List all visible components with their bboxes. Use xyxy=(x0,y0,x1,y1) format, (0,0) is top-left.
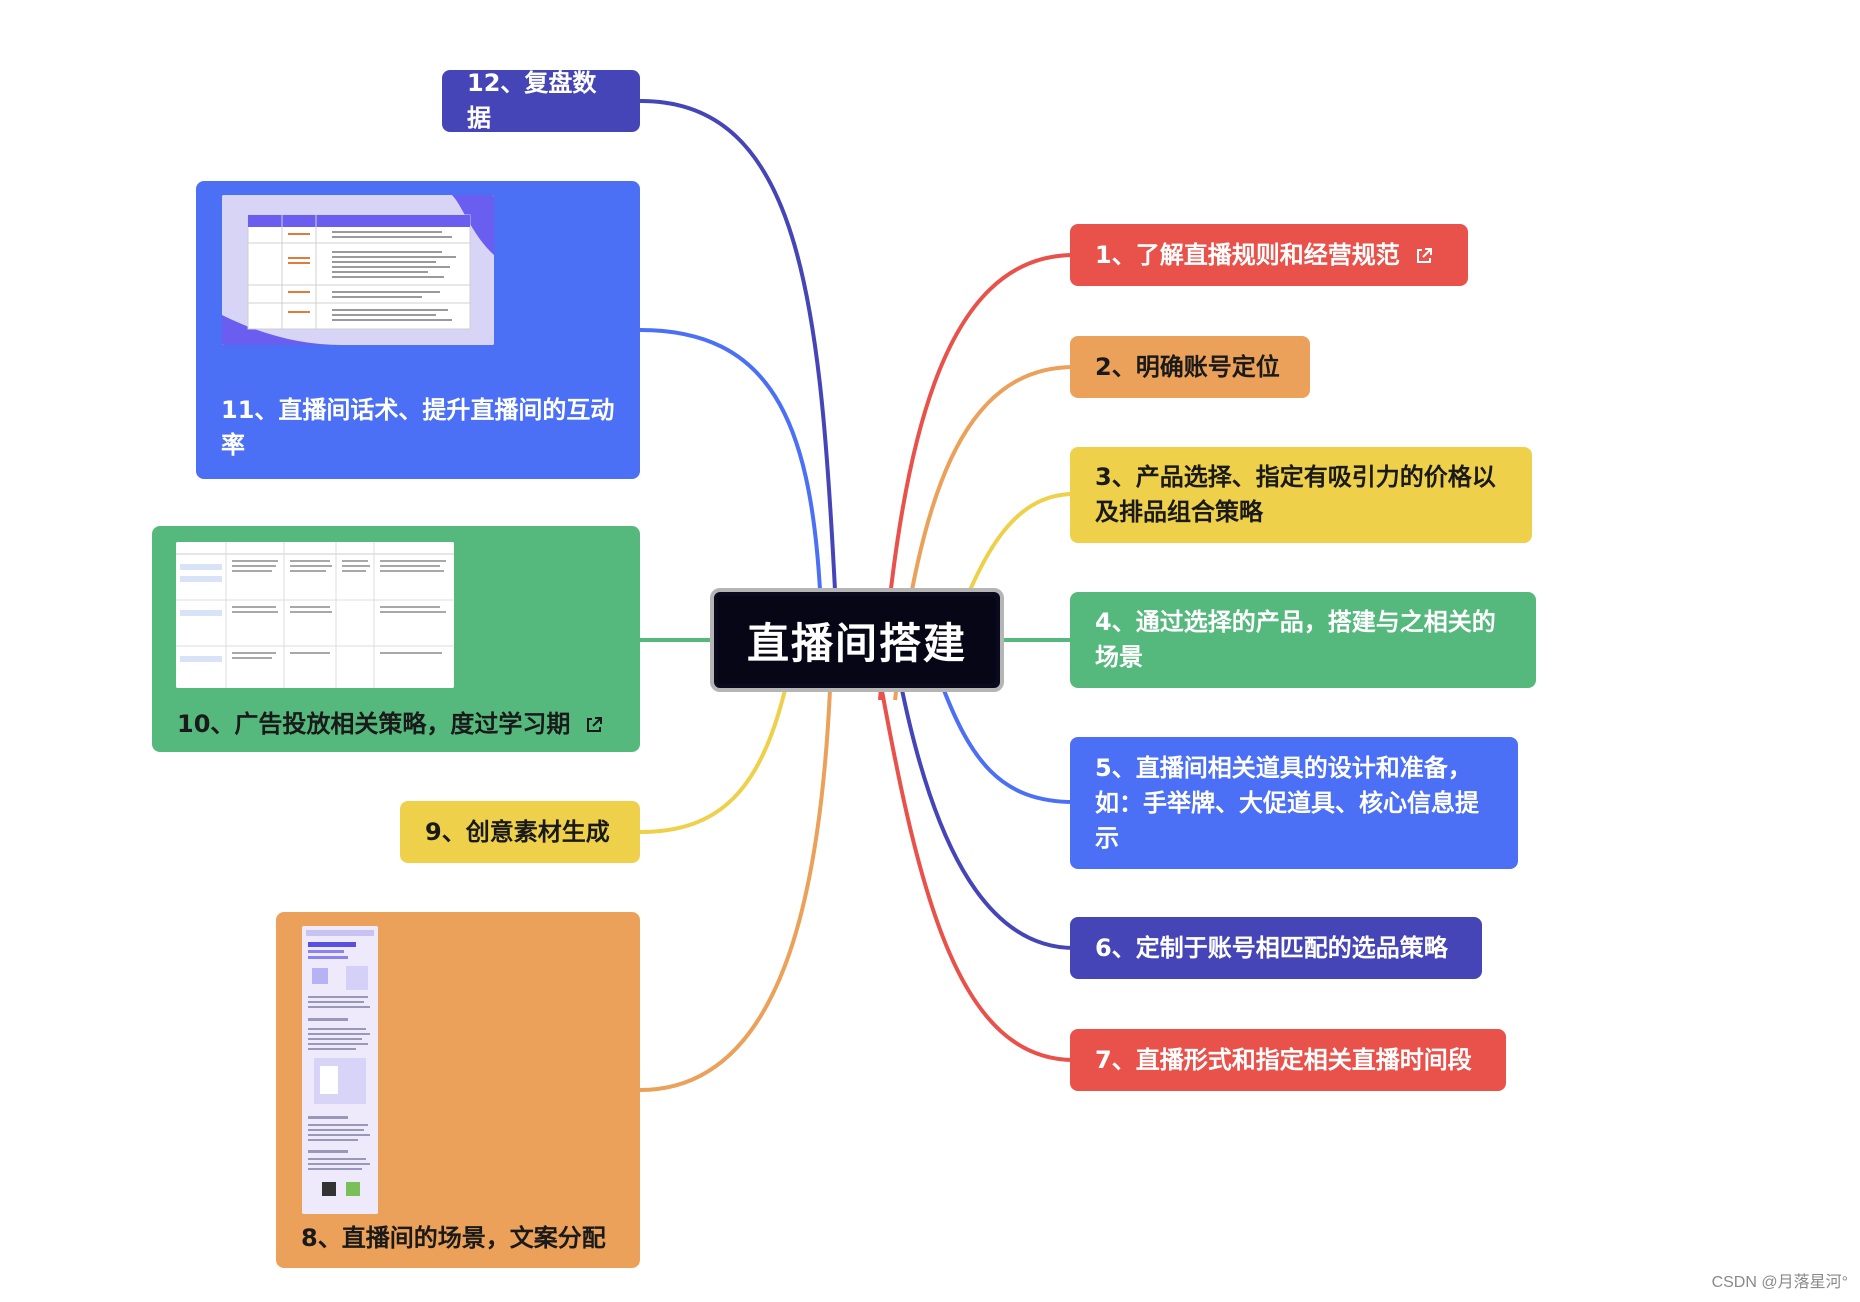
topic-node-12[interactable]: 12、复盘数据 xyxy=(442,70,640,132)
topic-node-6[interactable]: 6、定制于账号相匹配的选品策略 xyxy=(1070,917,1482,979)
link-n11 xyxy=(640,330,820,590)
topic-node-5[interactable]: 5、直播间相关道具的设计和准备，如：手举牌、大促道具、核心信息提示 xyxy=(1070,737,1518,869)
link-n12 xyxy=(640,101,835,590)
topic-node-11[interactable]: 11、直播间话术、提升直播间的互动率 xyxy=(196,181,640,479)
central-topic[interactable]: 直播间搭建 xyxy=(710,588,1004,692)
topic-node-3[interactable]: 3、产品选择、指定有吸引力的价格以及排品组合策略 xyxy=(1070,447,1532,543)
watermark: CSDN @月落星河° xyxy=(1712,1268,1848,1292)
external-link-icon[interactable] xyxy=(584,715,604,735)
topic-node-8[interactable]: 8、直播间的场景，文案分配 xyxy=(276,912,640,1268)
link-n5 xyxy=(940,680,1074,802)
topic-node-2[interactable]: 2、明确账号定位 xyxy=(1070,336,1310,398)
topic-label-2: 2、明确账号定位 xyxy=(1095,350,1285,385)
topic-label-3: 3、产品选择、指定有吸引力的价格以及排品组合策略 xyxy=(1095,460,1507,530)
topic-label-6: 6、定制于账号相匹配的选品策略 xyxy=(1095,931,1457,966)
central-topic-title: 直播间搭建 xyxy=(747,610,967,671)
link-n6 xyxy=(900,680,1074,948)
topic-label-4: 4、通过选择的产品，搭建与之相关的场景 xyxy=(1095,605,1511,675)
topic-label-7: 7、直播形式和指定相关直播时间段 xyxy=(1095,1043,1481,1078)
topic-label-12: 12、复盘数据 xyxy=(467,66,615,136)
topic-label-1: 1、了解直播规则和经营规范 xyxy=(1095,241,1400,269)
topic-node-7[interactable]: 7、直播形式和指定相关直播时间段 xyxy=(1070,1029,1506,1091)
topic-label-5: 5、直播间相关道具的设计和准备，如：手举牌、大促道具、核心信息提示 xyxy=(1095,751,1493,856)
topic-label-8: 8、直播间的场景，文案分配 xyxy=(301,1221,615,1256)
table-image xyxy=(176,542,454,688)
topic-node-9[interactable]: 9、创意素材生成 xyxy=(400,801,640,863)
topic-node-1[interactable]: 1、了解直播规则和经营规范 xyxy=(1070,224,1468,286)
attachment-thumbnail[interactable] xyxy=(302,926,378,1214)
link-n7 xyxy=(880,680,1074,1060)
topic-label-10: 10、广告投放相关策略，度过学习期 xyxy=(177,710,570,738)
attachment-thumbnail[interactable] xyxy=(176,542,454,688)
topic-label-11: 11、直播间话术、提升直播间的互动率 xyxy=(221,393,615,463)
attachment-thumbnail[interactable] xyxy=(222,195,494,345)
poster-image xyxy=(302,926,378,1214)
topic-node-4[interactable]: 4、通过选择的产品，搭建与之相关的场景 xyxy=(1070,592,1536,688)
link-n8 xyxy=(640,690,830,1090)
topic-node-10[interactable]: 10、广告投放相关策略，度过学习期 xyxy=(152,526,640,752)
link-n9 xyxy=(640,690,785,832)
external-link-icon[interactable] xyxy=(1414,246,1434,266)
topic-label-9: 9、创意素材生成 xyxy=(425,815,615,850)
table-image xyxy=(222,195,494,345)
